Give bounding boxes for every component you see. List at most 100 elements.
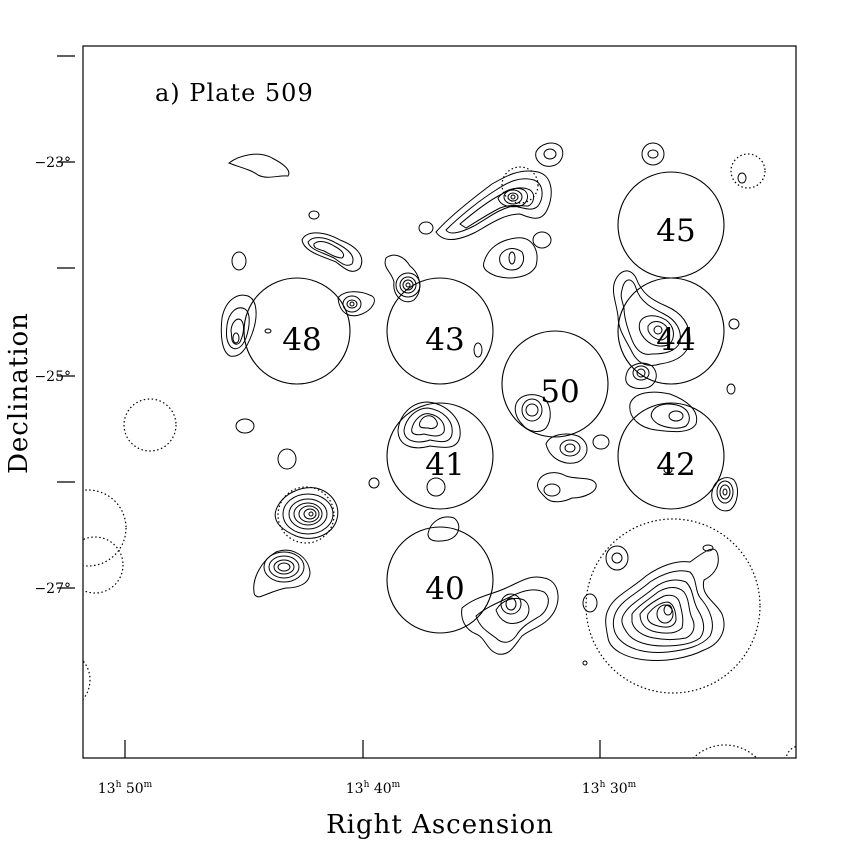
contour — [445, 178, 543, 234]
contour — [231, 251, 247, 271]
contour — [537, 472, 597, 503]
contour — [419, 415, 438, 429]
dotted-region — [730, 153, 766, 189]
contour — [582, 593, 598, 613]
field-label-50: 50 — [540, 374, 579, 410]
contour — [702, 544, 714, 552]
contour — [632, 365, 650, 381]
contour — [612, 570, 713, 653]
contour — [514, 394, 551, 432]
contour — [559, 439, 581, 457]
contour — [235, 418, 255, 434]
contour — [288, 498, 328, 530]
field-circle-50 — [501, 330, 609, 438]
contour — [656, 604, 674, 624]
contour — [459, 187, 535, 229]
contour — [636, 368, 646, 378]
x-tick-label: 13h 30m — [582, 780, 637, 797]
contour — [399, 276, 417, 294]
contour — [349, 301, 355, 307]
dotted-regions — [83, 153, 796, 758]
contour — [668, 410, 684, 422]
dotted-region — [83, 659, 91, 701]
contour — [543, 483, 561, 497]
contour — [613, 270, 691, 366]
contour — [631, 587, 695, 640]
contour — [282, 493, 334, 535]
contour — [535, 142, 564, 167]
field-circle-42 — [617, 402, 725, 510]
contour — [638, 315, 674, 347]
contour — [397, 401, 461, 449]
y-tick-label: −23° — [34, 155, 71, 171]
contour — [426, 477, 446, 497]
dotted-region — [83, 536, 124, 594]
survey-fields — [243, 171, 725, 634]
dotted-region — [83, 489, 127, 567]
y-tick-label: −25° — [34, 369, 71, 385]
contour — [497, 187, 528, 208]
contour — [342, 295, 362, 313]
contour — [605, 545, 629, 571]
contour — [230, 318, 244, 345]
contour — [395, 272, 421, 298]
field-circle-43 — [386, 277, 494, 385]
contour — [611, 552, 623, 564]
contour — [507, 192, 519, 202]
contour — [228, 153, 290, 178]
contour — [427, 516, 460, 542]
x-ticks — [124, 740, 601, 758]
contour — [719, 484, 731, 500]
field-label-41: 41 — [425, 447, 464, 483]
contour — [508, 251, 516, 265]
contour — [220, 294, 257, 357]
contour — [273, 559, 295, 575]
panel-label: a) Plate 509 — [155, 79, 314, 107]
contour — [277, 448, 297, 470]
contour — [303, 508, 317, 520]
contour — [411, 413, 445, 437]
contour — [274, 487, 339, 539]
contour — [277, 562, 291, 572]
contour — [625, 362, 657, 389]
dotted-region — [785, 745, 796, 758]
density-contours — [220, 142, 747, 666]
contour — [402, 279, 414, 291]
contour — [525, 403, 539, 417]
contour — [722, 488, 728, 496]
contour — [532, 231, 552, 249]
contour — [405, 282, 411, 288]
dotted-region — [123, 398, 177, 452]
contour — [716, 480, 734, 504]
contour — [663, 604, 673, 616]
dotted-region — [585, 518, 761, 694]
contour — [711, 477, 738, 512]
contour — [521, 398, 543, 422]
y-axis-title: Declination — [4, 312, 34, 474]
contour — [403, 407, 453, 443]
contour — [308, 210, 320, 220]
contour — [621, 579, 705, 647]
contour — [582, 660, 588, 666]
x-axis-title: Right Ascension — [326, 810, 554, 840]
contour — [647, 149, 659, 159]
contour — [663, 466, 673, 474]
contour — [726, 383, 736, 395]
contour — [475, 589, 549, 643]
field-label-48: 48 — [282, 322, 321, 358]
contour — [647, 321, 669, 341]
contour — [268, 555, 300, 579]
field-label-40: 40 — [425, 571, 464, 607]
contour — [653, 325, 663, 335]
contour — [543, 148, 557, 160]
field-circle-41 — [386, 402, 494, 510]
contour — [545, 433, 588, 464]
contour — [346, 299, 358, 309]
contour — [505, 597, 517, 611]
x-tick-label: 13h 50m — [98, 780, 153, 797]
field-circle-48 — [243, 277, 351, 385]
y-tick-label: −27° — [34, 581, 71, 597]
contour — [605, 548, 725, 661]
dotted-region — [277, 486, 335, 544]
contour — [620, 279, 681, 355]
